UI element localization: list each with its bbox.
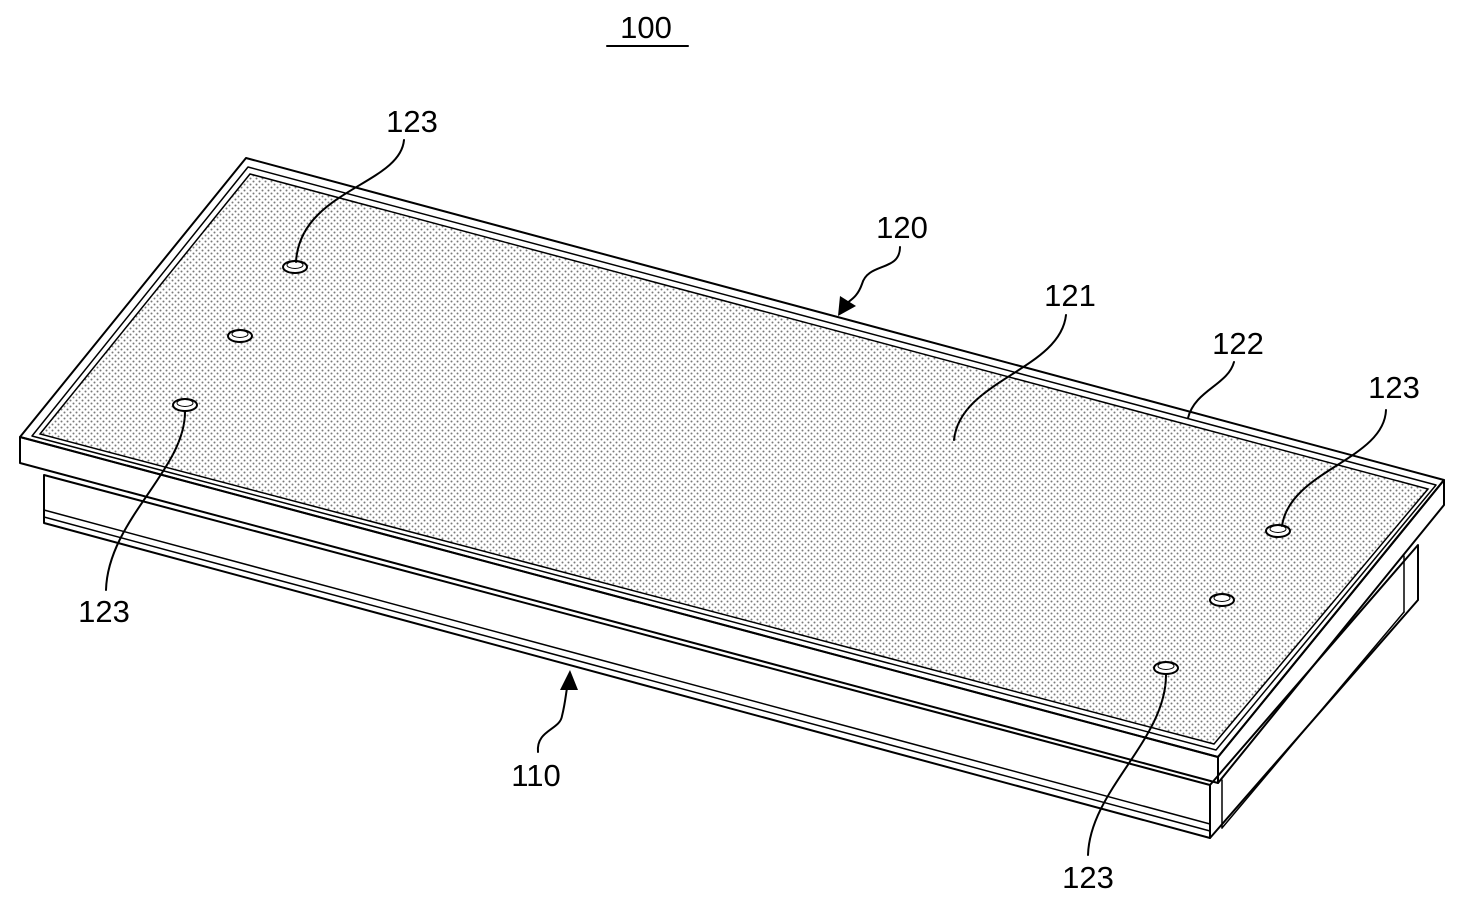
hole-left (172, 398, 198, 412)
dotted-surface (38, 173, 1430, 745)
label-110: 110 (511, 758, 560, 793)
arrow-120 (838, 296, 856, 316)
hole-upper-left-center (227, 329, 253, 343)
panel-part (19, 157, 1445, 784)
label-123-left: 123 (78, 594, 130, 629)
hole-right (1265, 524, 1291, 538)
label-123-top-left: 123 (386, 104, 438, 139)
label-123-bottom: 123 (1062, 860, 1114, 895)
hole-top-left (282, 260, 308, 274)
leader-lines (105, 139, 1387, 856)
hole-right-center (1209, 593, 1235, 607)
base-part (43, 474, 1419, 839)
hole-bottom (1153, 661, 1179, 675)
label-123-right: 123 (1368, 370, 1420, 405)
label-121: 121 (1044, 278, 1096, 313)
figure-title: 100 (620, 10, 672, 45)
label-120: 120 (876, 210, 928, 245)
arrow-110 (560, 670, 578, 690)
label-122: 122 (1212, 326, 1264, 361)
holes (172, 260, 1291, 675)
